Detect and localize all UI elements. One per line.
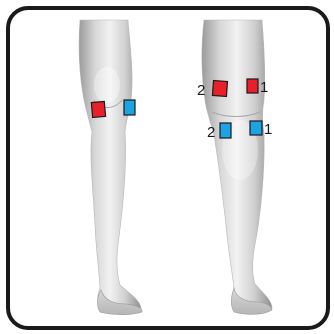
label-upper-1: 1 (260, 79, 268, 96)
left-upper-electrode (91, 101, 105, 117)
right-leg-back: 2 1 2 1 (197, 20, 272, 314)
left-leg-front (79, 20, 142, 315)
right-lower-electrode-1 (250, 121, 262, 135)
label-lower-2: 2 (207, 124, 215, 141)
right-upper-electrode-2 (212, 81, 227, 97)
label-lower-1: 1 (264, 121, 272, 138)
illustration-frame: 2 1 2 1 (6, 6, 330, 330)
legs-electrode-diagram: 2 1 2 1 (6, 6, 330, 330)
left-knee-shading (94, 67, 120, 103)
right-lower-electrode-2 (220, 123, 231, 138)
left-leg-silhouette (79, 20, 141, 313)
label-upper-2: 2 (197, 82, 205, 99)
left-lower-electrode (124, 100, 135, 115)
right-upper-electrode-1 (247, 79, 258, 93)
